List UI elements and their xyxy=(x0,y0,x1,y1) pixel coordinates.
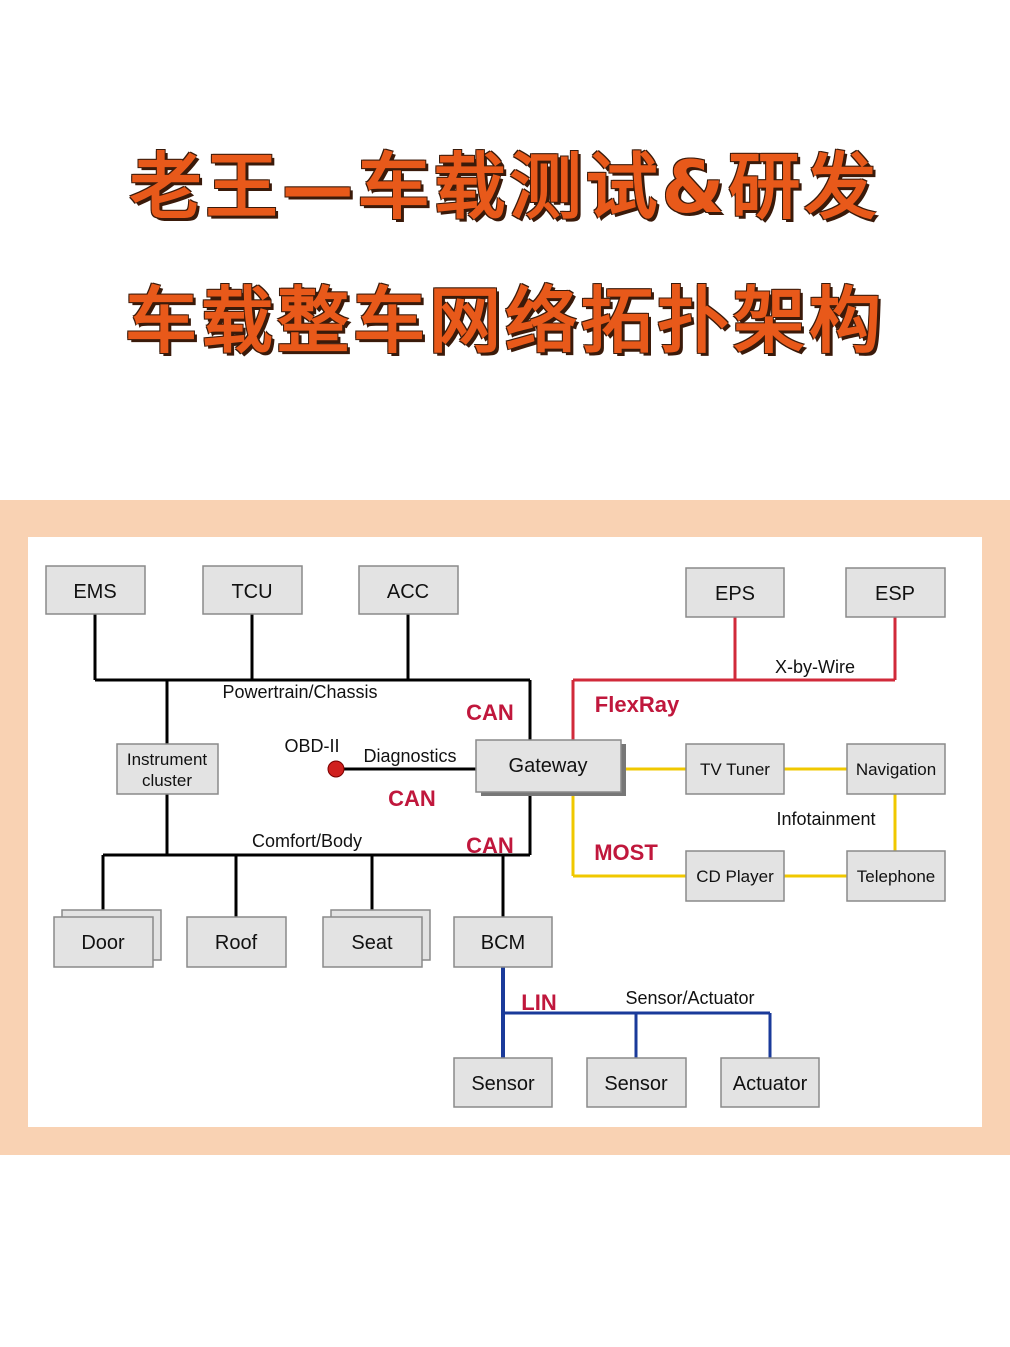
obd-port-icon xyxy=(327,760,345,778)
node-acc-label: ACC xyxy=(387,581,429,603)
lin-bus-lines xyxy=(501,966,772,1058)
node-bcm-label: BCM xyxy=(481,932,525,954)
node-bcm: BCM xyxy=(453,916,553,968)
protocol-can-diagnostics: CAN xyxy=(388,786,436,811)
title-line-2: 车载整车网络拓扑架构 xyxy=(124,279,885,363)
node-eps: EPS xyxy=(685,567,785,618)
node-acc: ACC xyxy=(358,565,459,615)
node-door-label: Door xyxy=(81,932,125,954)
node-sensor-1-label: Sensor xyxy=(471,1073,535,1095)
bus-label-xbywire: X-by-Wire xyxy=(775,657,855,677)
label-obd: OBD-II xyxy=(284,736,339,756)
node-esp-label: ESP xyxy=(875,583,915,605)
node-roof-label: Roof xyxy=(215,932,258,954)
protocol-can-powertrain: CAN xyxy=(466,700,514,725)
flexray-bus-lines xyxy=(571,617,897,740)
protocol-can-comfort: CAN xyxy=(466,833,514,858)
node-telephone: Telephone xyxy=(846,850,946,902)
protocol-most: MOST xyxy=(594,840,658,865)
protocol-lin: LIN xyxy=(521,990,556,1015)
bus-label-comfort: Comfort/Body xyxy=(252,831,362,851)
node-sensor-2-label: Sensor xyxy=(604,1073,668,1095)
node-door: Door xyxy=(53,909,162,968)
node-sensor-2: Sensor xyxy=(586,1057,687,1108)
node-roof: Roof xyxy=(186,916,287,968)
node-actuator-label: Actuator xyxy=(733,1073,808,1095)
protocol-flexray: FlexRay xyxy=(595,692,680,717)
node-instrument-label-2: cluster xyxy=(142,771,192,790)
node-esp: ESP xyxy=(845,567,946,618)
node-telephone-label: Telephone xyxy=(857,867,935,886)
node-sensor-1: Sensor xyxy=(453,1057,553,1108)
node-cd-player-label: CD Player xyxy=(696,867,774,886)
title-line-1: 老王—车载测试&研发 xyxy=(129,145,881,229)
node-gateway: Gateway xyxy=(475,739,626,796)
bus-label-powertrain: Powertrain/Chassis xyxy=(222,682,377,702)
node-tcu: TCU xyxy=(202,565,303,615)
node-seat: Seat xyxy=(322,909,431,968)
node-tv-tuner-label: TV Tuner xyxy=(700,760,770,779)
node-navigation: Navigation xyxy=(846,743,946,795)
most-bus-lines xyxy=(571,767,897,878)
node-ems-label: EMS xyxy=(73,581,116,603)
node-gateway-label: Gateway xyxy=(509,755,588,777)
node-navigation-label: Navigation xyxy=(856,760,936,779)
node-instrument-label-1: Instrument xyxy=(127,750,208,769)
node-ems: EMS xyxy=(45,565,146,615)
bus-label-infotainment: Infotainment xyxy=(776,809,875,829)
can-bus-lines xyxy=(93,614,532,917)
node-instrument-cluster: Instrument cluster xyxy=(116,743,219,795)
node-tcu-label: TCU xyxy=(231,581,272,603)
node-actuator: Actuator xyxy=(720,1057,820,1108)
bus-label-sensor-actuator: Sensor/Actuator xyxy=(625,988,754,1008)
node-eps-label: EPS xyxy=(715,583,755,605)
node-seat-label: Seat xyxy=(351,932,393,954)
node-tv-tuner: TV Tuner xyxy=(685,743,785,795)
node-cd-player: CD Player xyxy=(685,850,785,902)
label-diagnostics: Diagnostics xyxy=(363,746,456,766)
